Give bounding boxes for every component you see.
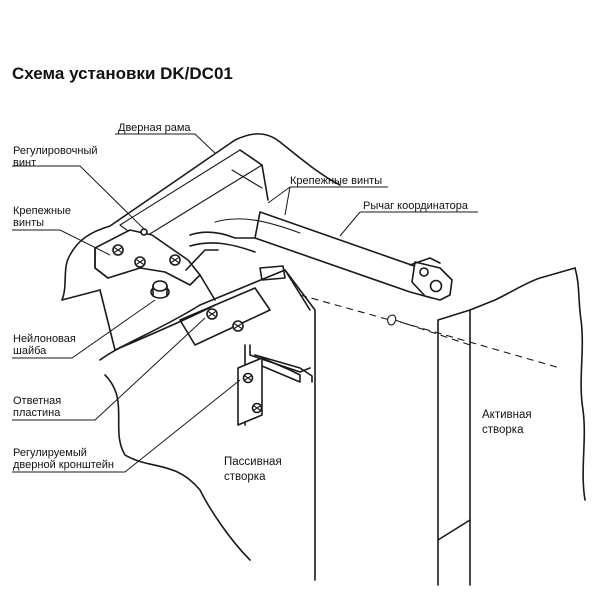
label-strike-plate: Ответная пластина (13, 395, 62, 419)
active-leaf-shape (437, 267, 586, 586)
alignment-dashed-line (299, 294, 561, 369)
strike-plate-shape (206, 308, 244, 332)
label-adjustable-bracket: Регулируемый дверной кронштейн (13, 447, 114, 471)
label-door-frame: Дверная рама (118, 122, 191, 134)
leader-lines (12, 133, 478, 473)
closer-mount-shape (94, 228, 219, 301)
label-passive-leaf: Пассивная створка (224, 456, 282, 483)
adjustable-bracket-shape (237, 354, 313, 426)
label-adjusting-screw: Регулировочный винт (13, 145, 98, 169)
coordinator-lever-shape (189, 211, 453, 301)
diagram-title: Схема установки DK/DC01 (12, 64, 233, 83)
label-coordinator-lever: Рычаг координатора (363, 200, 468, 212)
label-active-leaf: Активная створка (482, 409, 532, 436)
label-mount-screws-top: Крепежные винты (290, 175, 383, 187)
label-mount-screws-left: Крепежные винты (13, 205, 72, 229)
label-nylon-washer: Нейлоновая шайба (13, 333, 76, 357)
